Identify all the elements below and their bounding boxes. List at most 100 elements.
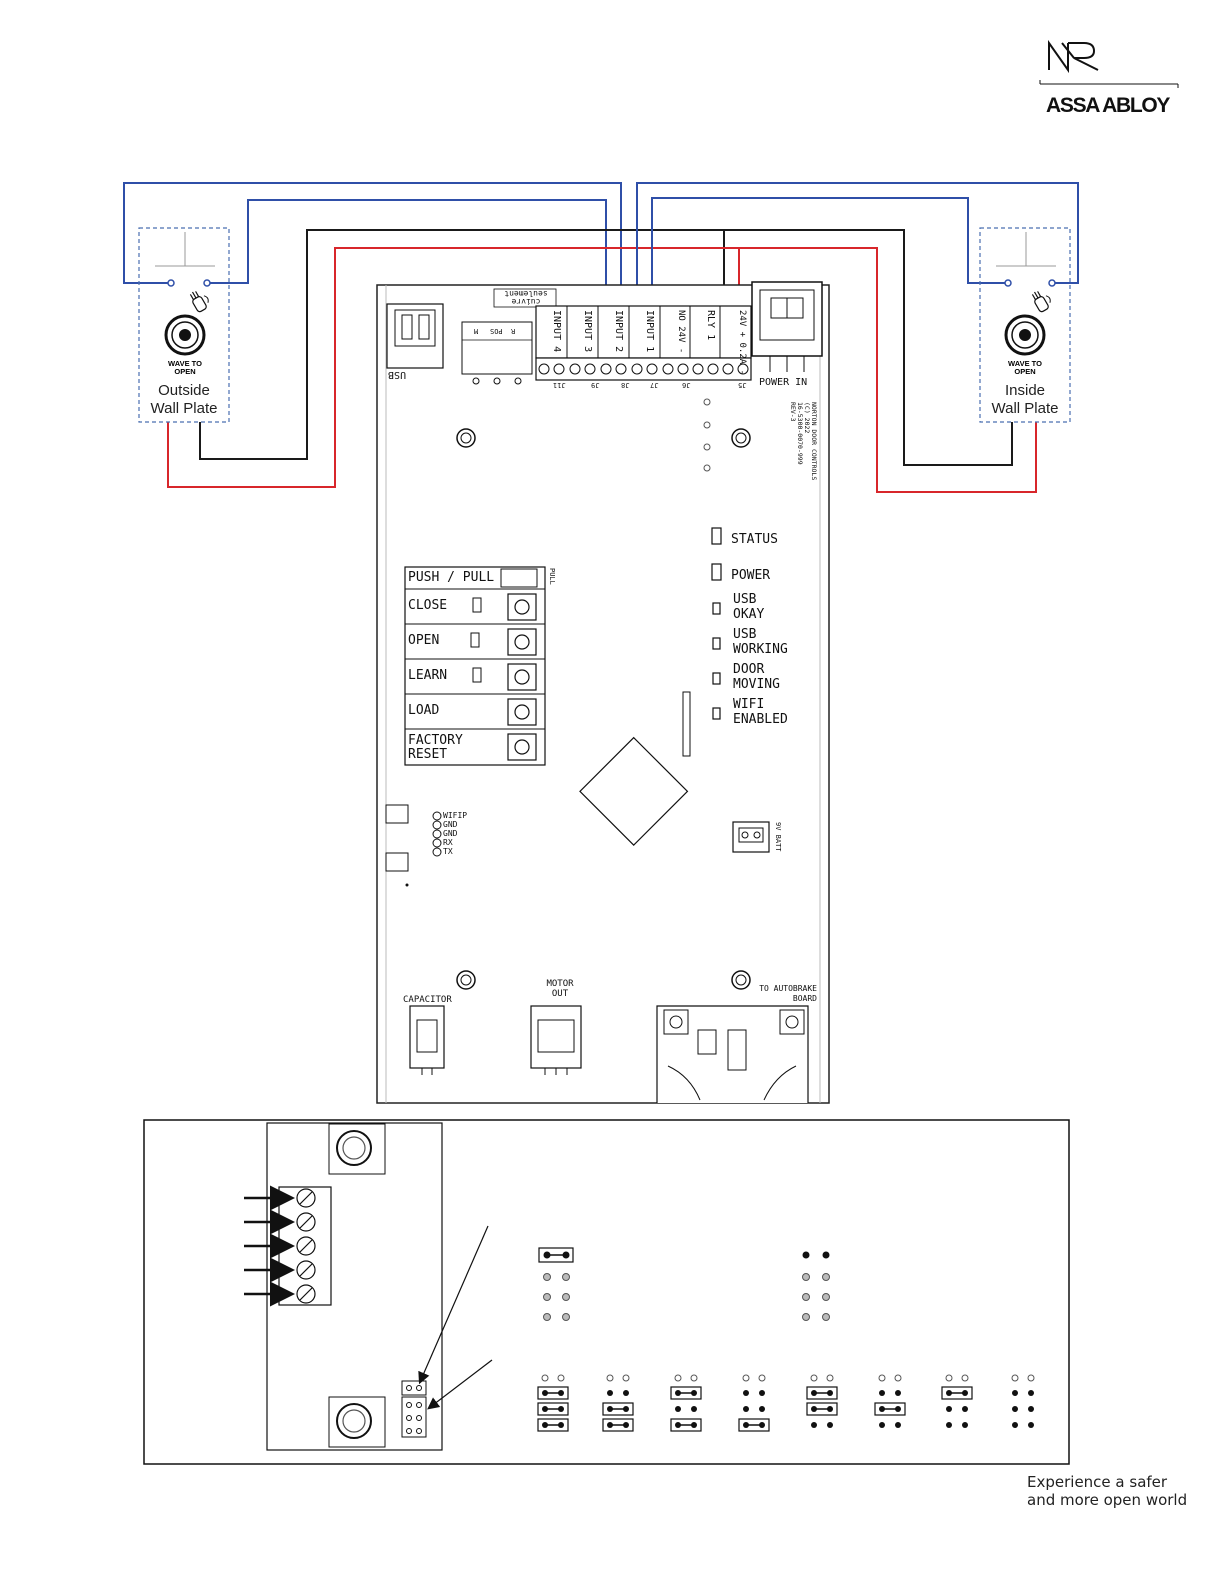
autobrake-label: TO AUTOBRAKE BOARD <box>751 984 817 1004</box>
jumper-pattern-a <box>538 1247 574 1321</box>
mounting-hole <box>731 970 751 990</box>
jumper-setting <box>602 1374 634 1432</box>
terminal-label-input-3: INPUT 3 <box>582 310 593 353</box>
plate-label-line-1: Outside <box>158 382 210 399</box>
callout-arrow <box>418 1225 489 1385</box>
capacitor-connector <box>409 1005 445 1075</box>
terminal-label-input-1: INPUT 1 <box>644 310 655 353</box>
wave-label-line-2: OPEN <box>174 367 196 376</box>
terminal-block <box>535 305 752 381</box>
jumper-pattern-b <box>802 1251 830 1321</box>
silk-line-1: NORTON DOOR CONTROLS <box>810 402 818 481</box>
pin-label: WIFIP <box>443 811 468 820</box>
terminal-label-24v: 24V + 0.2A - <box>737 310 747 376</box>
button-label-close: CLOSE <box>408 598 448 613</box>
terminal-label-input-2: INPUT 2 <box>613 310 624 353</box>
pin-label: RX <box>443 838 453 847</box>
led-label-line-1: POWER <box>731 568 771 583</box>
battery-label: 9V BATT <box>774 822 782 852</box>
blue-wire-inside-outer <box>636 182 1079 308</box>
led-label-line-1: USB <box>733 627 757 642</box>
connector-id: J9 <box>591 381 600 389</box>
pull-label: PULL <box>548 568 556 585</box>
button-label-load: LOAD <box>408 703 440 718</box>
led-label-line-1: WIFI <box>733 697 765 712</box>
motor-out-connector <box>530 1005 582 1075</box>
button-label-learn: LEARN <box>408 668 448 683</box>
serial-header <box>432 811 442 857</box>
callout-arrow <box>427 1359 493 1410</box>
button-label-push-pull: PUSH / PULL <box>408 570 495 585</box>
wave-label-line-1: WAVE TO <box>168 359 202 368</box>
red-wire-inside <box>739 247 1037 493</box>
outside-plate-label: Outside Wall Plate <box>139 382 229 418</box>
wave-to-open-label: WAVE TO OPEN <box>995 360 1055 376</box>
black-wire-inside <box>724 229 1013 466</box>
silk-line-3: 16-5300-0070-999 <box>796 402 804 465</box>
wires <box>123 182 1079 493</box>
pos-pin-label: R <box>511 327 516 335</box>
status-leds <box>711 527 722 720</box>
jumper-setting <box>537 1374 569 1432</box>
pos-pin-label: M <box>474 327 479 335</box>
microcontroller-chip <box>579 736 689 846</box>
connector-id: J11 <box>553 381 566 389</box>
wave-sensor-icon <box>164 314 206 356</box>
tactile-button <box>507 698 537 726</box>
usb-connector <box>386 303 444 369</box>
tactile-button <box>507 628 537 656</box>
button-panel <box>404 566 546 766</box>
pos-pin-label: POS <box>490 327 503 335</box>
led-label-line-2: WORKING <box>733 642 788 657</box>
button-label-open: OPEN <box>408 633 440 648</box>
jumper-setting <box>874 1374 906 1428</box>
inside-plate-label: Inside Wall Plate <box>980 382 1070 418</box>
autobrake-label-line-2: BOARD <box>792 994 817 1003</box>
copper-line-2: seulement <box>504 289 548 298</box>
copper-line-1: cuivre <box>511 297 541 306</box>
motor-out-label: MOTOR OUT <box>540 979 580 999</box>
hand-wave-icon <box>189 291 209 313</box>
silk-line-4: REV-3 <box>789 402 797 422</box>
jumper-setting <box>670 1374 702 1432</box>
battery-connector <box>732 821 770 853</box>
led-label-power: POWER <box>731 568 770 583</box>
company-silkscreen: NORTON DOOR CONTROLS (C) 2022 16-5300-00… <box>789 402 818 481</box>
crystal <box>682 691 691 757</box>
company-name: ASSA ABLOY <box>1046 94 1170 117</box>
mounting-hole <box>456 428 476 448</box>
pin-label: TX <box>443 847 453 856</box>
wave-to-open-label: WAVE TO OPEN <box>155 360 215 376</box>
jumper-setting <box>941 1374 973 1428</box>
connector-id: J7 <box>650 381 659 389</box>
mounting-hole <box>328 1396 386 1448</box>
plate-label-line-1: Inside <box>1004 382 1046 399</box>
jumper-setting <box>1011 1374 1035 1428</box>
motor-label-line-2: OUT <box>551 989 569 999</box>
button-label-line-1: FACTORY <box>408 733 463 748</box>
power-in-label: POWER IN <box>759 377 808 388</box>
mounting-hole <box>456 970 476 990</box>
jumper-setting <box>806 1374 838 1428</box>
jumper-setting <box>738 1374 770 1432</box>
autobrake-jumper-header <box>401 1380 427 1438</box>
serial-header-labels: WIFIP GND GND RX TX <box>443 811 467 856</box>
led-label-line-1: DOOR <box>733 662 765 677</box>
position-connector <box>461 288 557 385</box>
plate-label-line-2: Wall Plate <box>991 400 1059 417</box>
wave-sensor-icon <box>1004 314 1046 356</box>
button-label-line-2: RESET <box>408 747 448 762</box>
plate-label-line-2: Wall Plate <box>150 400 218 417</box>
pin-label: GND <box>443 820 458 829</box>
wave-label-line-2: OPEN <box>1014 367 1036 376</box>
terminal-label-no-24v: NO 24V - <box>676 310 686 354</box>
terminal-label-rly-1: RLY 1 <box>705 310 716 341</box>
led-label-line-2: OKAY <box>733 607 765 622</box>
autobrake-terminal-block <box>244 1185 332 1307</box>
blue-wire-outside-inner <box>207 199 607 308</box>
